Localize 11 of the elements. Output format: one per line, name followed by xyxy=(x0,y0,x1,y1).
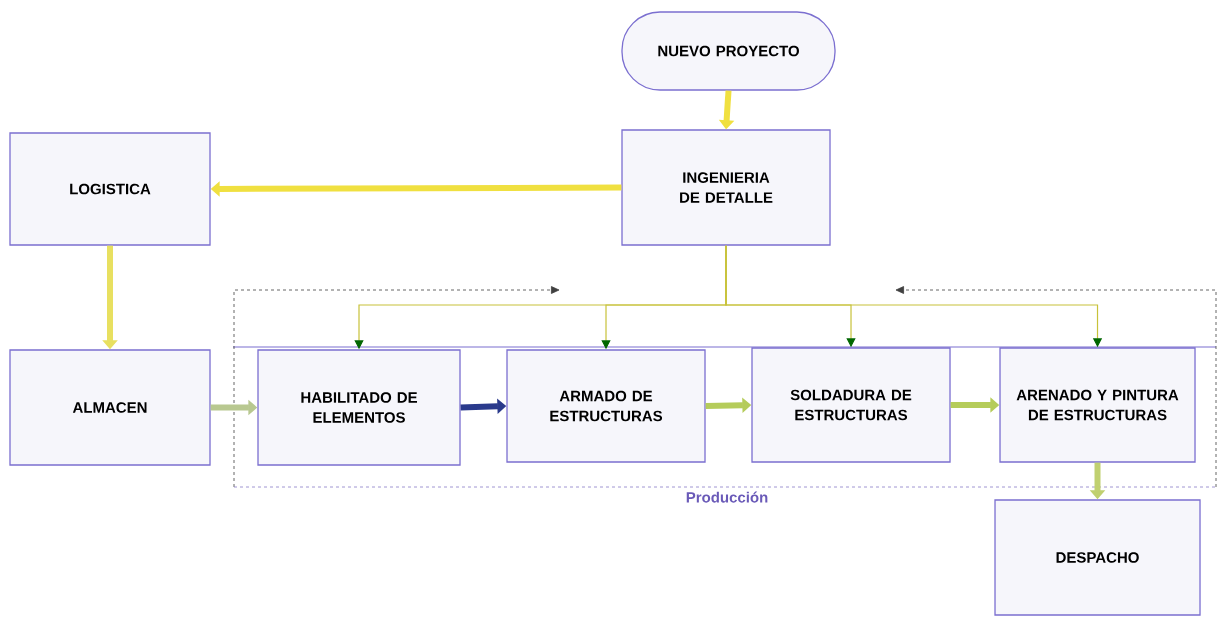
process-box: INGENIERIA DE DETALLE xyxy=(621,129,831,246)
group-label: Producción xyxy=(686,491,768,503)
process-box: SOLDADURA DE ESTRUCTURAS xyxy=(751,347,951,463)
process-box: LOGISTICA xyxy=(9,132,211,246)
dashed-frame xyxy=(233,286,1217,488)
process-box: ARENADO Y PINTURA DE ESTRUCTURAS xyxy=(999,347,1196,463)
process-box: DESPACHO xyxy=(994,499,1201,616)
process-box: ARMADO DE ESTRUCTURAS xyxy=(506,349,706,463)
process-box: HABILITADO DE ELEMENTOS xyxy=(257,349,461,466)
process-box: ALMACEN xyxy=(9,349,211,466)
start-terminal: NUEVO PROYECTO xyxy=(621,11,836,91)
